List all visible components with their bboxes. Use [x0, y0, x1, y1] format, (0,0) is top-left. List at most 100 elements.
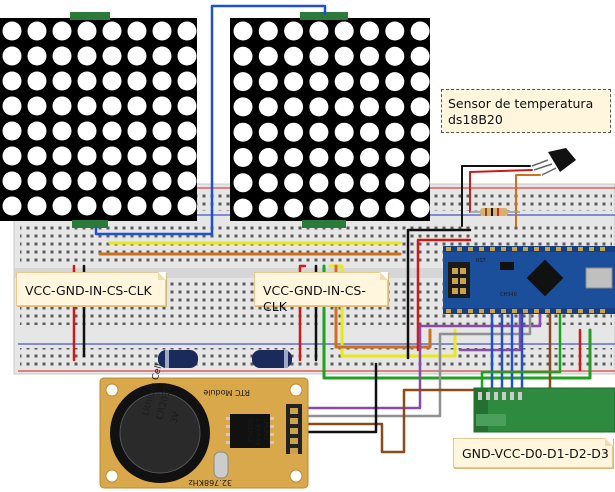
matrix-led — [309, 148, 329, 167]
pin — [479, 247, 484, 251]
matrix-led — [410, 173, 430, 193]
pin — [501, 247, 506, 251]
rtc-crystal-label: 32.768KHz — [189, 478, 232, 487]
pin — [270, 441, 274, 444]
wire-orange-sensor — [515, 174, 541, 227]
matrix-led — [233, 173, 253, 193]
pin — [567, 247, 572, 251]
matrix-led — [177, 171, 197, 191]
matrix-led — [177, 96, 197, 116]
matrix-led — [258, 173, 278, 193]
matrix-led — [410, 21, 430, 41]
matrix-led — [334, 122, 354, 142]
matrix-led — [77, 96, 97, 116]
matrix-led — [127, 71, 147, 91]
matrix-led — [385, 21, 405, 41]
matrix-led — [309, 198, 329, 218]
matrix-led — [284, 148, 304, 167]
wires — [72, 4, 592, 454]
matrix-led — [360, 72, 379, 92]
pin — [589, 309, 594, 313]
matrix-led — [52, 146, 72, 166]
matrix-led — [127, 96, 147, 116]
matrix-led — [233, 21, 253, 41]
wire-green-rf — [480, 310, 562, 402]
matrix-led — [385, 97, 405, 117]
matrix-left-pin-text: VCC-GND-IN-CS-CLK — [25, 283, 152, 298]
wire-orange-clk — [334, 264, 432, 349]
matrix-led — [127, 121, 147, 141]
rtc-title: RTC Module — [203, 388, 250, 397]
pin — [556, 247, 561, 251]
matrix-led — [77, 46, 97, 66]
pin — [490, 247, 495, 251]
matrix-led — [410, 97, 430, 117]
matrix-led — [127, 46, 147, 66]
matrix-led — [233, 46, 253, 66]
matrix-led — [360, 97, 379, 117]
pin — [270, 425, 274, 428]
matrix-led — [258, 198, 278, 218]
matrix-led — [52, 121, 72, 141]
matrix-led — [385, 46, 405, 66]
pin — [226, 433, 230, 436]
matrix-led — [27, 196, 47, 216]
pin — [545, 247, 550, 251]
capacitor-left — [158, 350, 198, 368]
wire-red-nano — [416, 238, 472, 352]
matrix-led — [334, 198, 354, 218]
matrix-led — [258, 148, 278, 167]
matrix-led — [177, 121, 197, 141]
matrix-led — [309, 21, 329, 41]
led-matrix-right — [230, 12, 430, 228]
matrix-led — [2, 21, 22, 41]
matrix-led — [233, 72, 253, 92]
matrix-led — [152, 196, 172, 216]
rf-pin-text: GND-VCC-D0-D1-D2-D3 — [462, 446, 609, 461]
chip-line3: 1M0M3 — [262, 418, 269, 440]
matrix-led — [177, 146, 197, 166]
matrix-led — [102, 196, 122, 216]
matrix-led — [177, 46, 197, 66]
pin — [578, 309, 583, 313]
pin — [290, 428, 298, 434]
matrix-led — [102, 46, 122, 66]
pin — [512, 247, 517, 251]
pin — [290, 408, 298, 414]
matrix-led — [360, 122, 379, 142]
matrix-led — [27, 46, 47, 66]
matrix-right-pin-text: VCC-GND-IN-CS-CLK — [263, 283, 366, 314]
pin — [226, 441, 230, 444]
matrix-led — [258, 46, 278, 66]
matrix-led — [2, 46, 22, 66]
capacitor-right — [252, 350, 292, 368]
matrix-led — [284, 97, 304, 117]
matrix-led — [284, 122, 304, 142]
wire-blue-clk — [94, 4, 327, 236]
matrix-led — [52, 196, 72, 216]
pin — [534, 247, 539, 251]
pin — [270, 417, 274, 420]
matrix-led — [27, 96, 47, 116]
matrix-led — [177, 71, 197, 91]
matrix-led — [410, 148, 430, 167]
matrix-led — [284, 21, 304, 41]
pin — [556, 309, 561, 313]
matrix-led — [102, 71, 122, 91]
pin — [600, 247, 605, 251]
matrix-led — [309, 97, 329, 117]
matrix-led — [258, 97, 278, 117]
matrix-led — [410, 46, 430, 66]
matrix-led — [52, 21, 72, 41]
wire-red-sensor — [469, 169, 533, 213]
pin — [523, 247, 528, 251]
matrix-led — [334, 72, 354, 92]
pin — [290, 438, 298, 444]
matrix-led — [284, 72, 304, 92]
matrix-led — [284, 173, 304, 193]
pin — [490, 309, 495, 313]
rf-receiver — [473, 387, 615, 433]
wire-red-right — [298, 264, 307, 362]
wire-black-rtc — [303, 362, 378, 434]
